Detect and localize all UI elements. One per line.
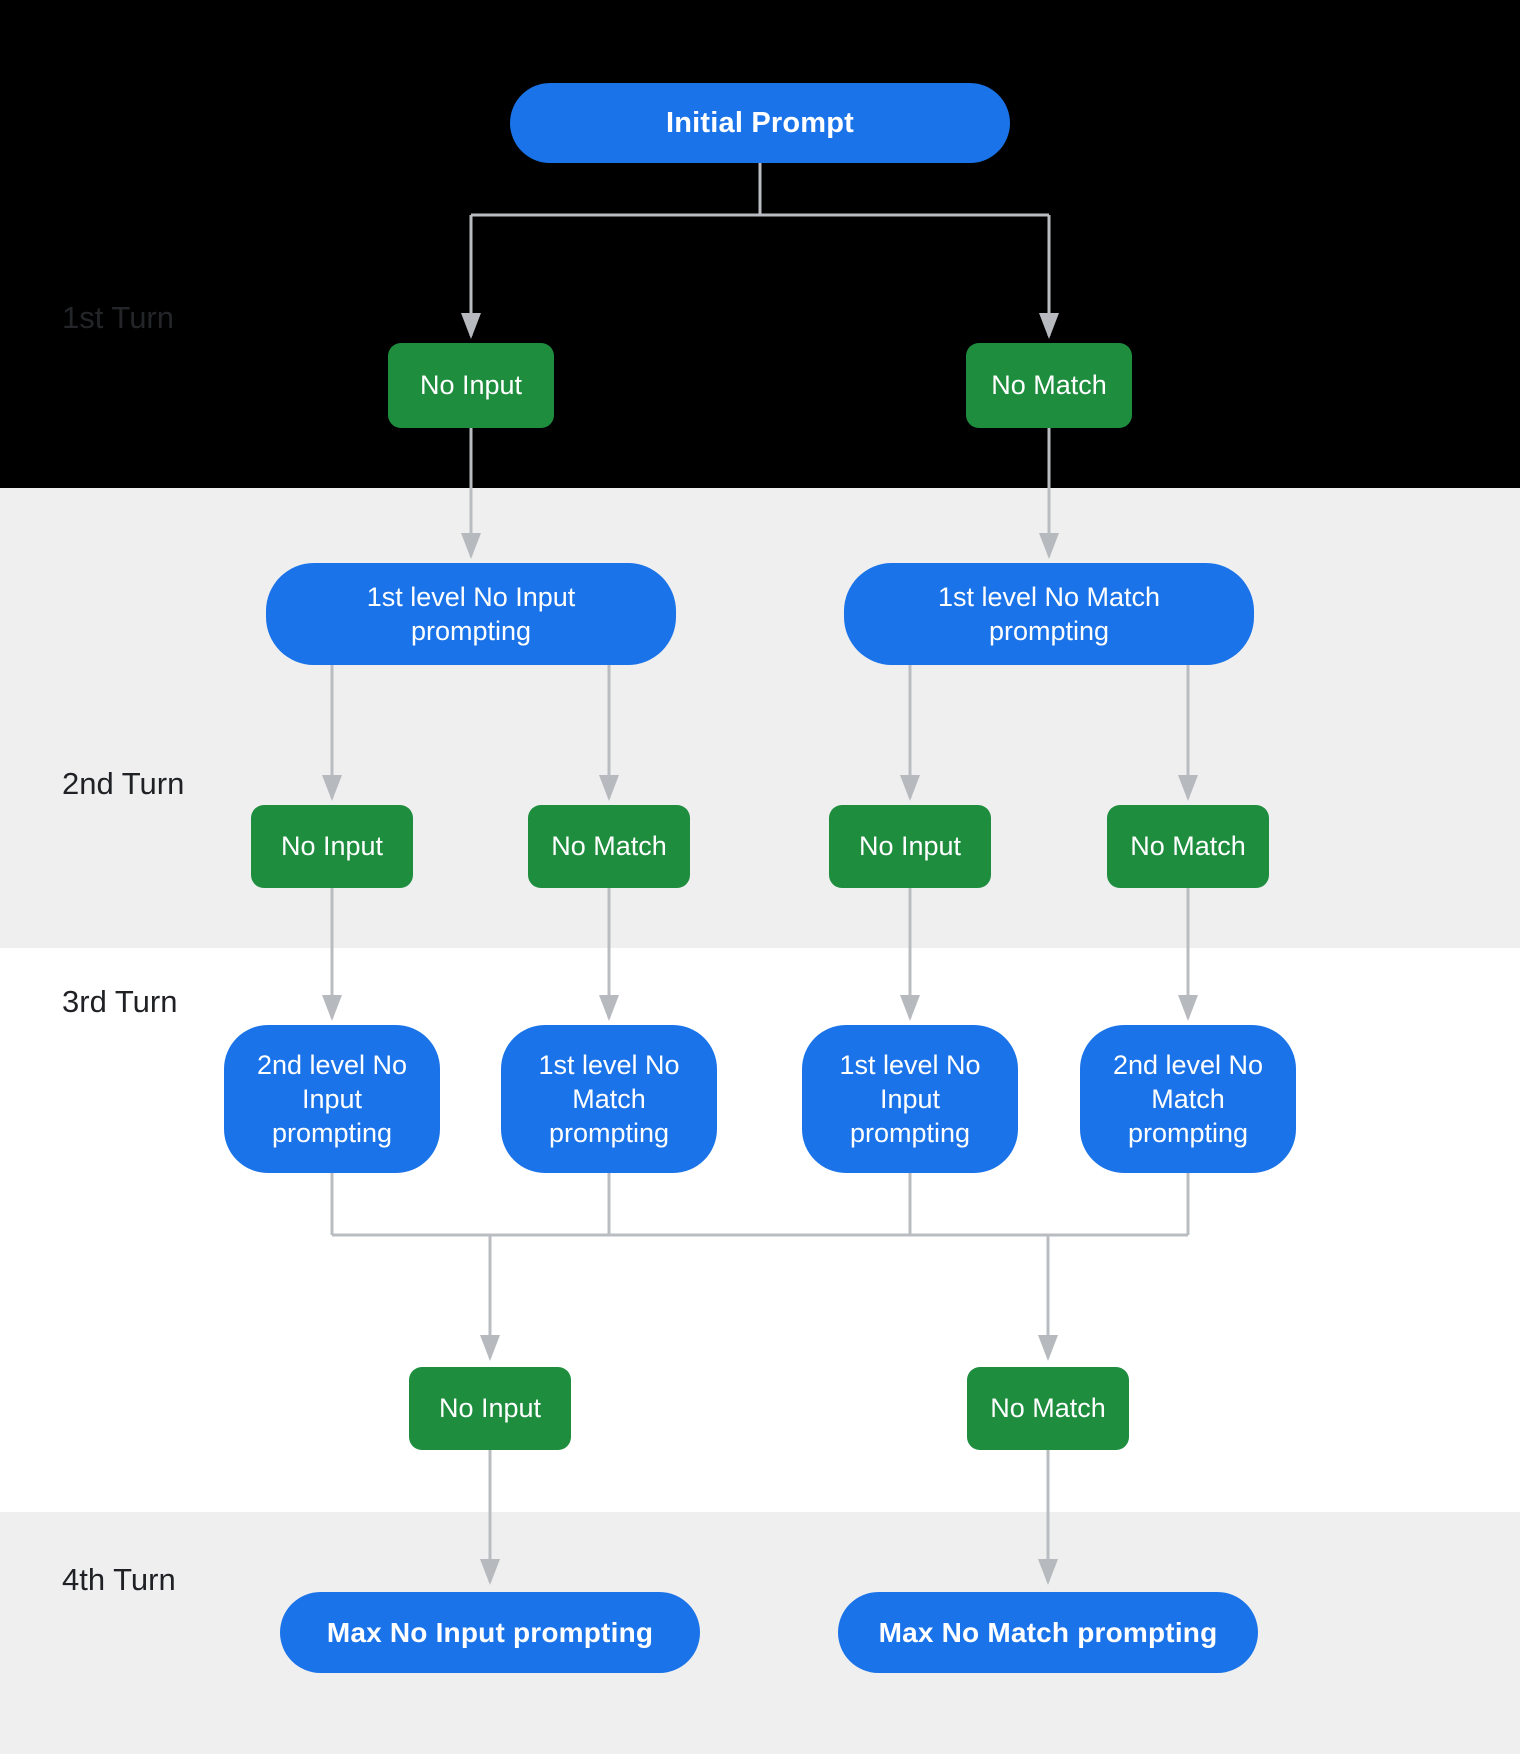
- turn-label-1: 1st Turn: [62, 300, 174, 335]
- node-2nd-level-no-match-prompting: 2nd level No Match prompting: [1080, 1025, 1296, 1173]
- turn-label-2: 2nd Turn: [62, 766, 185, 801]
- node-turn2-right-no-input: No Input: [829, 805, 991, 888]
- node-turn2-left-no-input: No Input: [251, 805, 413, 888]
- node-1st-level-no-input-prompting-2: 1st level No Input prompting: [802, 1025, 1018, 1173]
- node-turn2-left-no-match: No Match: [528, 805, 690, 888]
- node-max-no-input-prompting: Max No Input prompting: [280, 1592, 700, 1673]
- node-turn1-no-input: No Input: [388, 343, 554, 428]
- node-turn3-no-input: No Input: [409, 1367, 571, 1450]
- node-max-no-match-prompting: Max No Match prompting: [838, 1592, 1258, 1673]
- node-turn3-no-match: No Match: [967, 1367, 1129, 1450]
- node-turn2-right-no-match: No Match: [1107, 805, 1269, 888]
- node-initial-prompt: Initial Prompt: [510, 83, 1010, 163]
- turn-label-3: 3rd Turn: [62, 984, 178, 1019]
- node-turn1-no-match: No Match: [966, 343, 1132, 428]
- band-turn-1: [0, 0, 1520, 488]
- turn-label-4: 4th Turn: [62, 1562, 176, 1597]
- node-2nd-level-no-input-prompting: 2nd level No Input prompting: [224, 1025, 440, 1173]
- node-1st-level-no-input-prompting: 1st level No Input prompting: [266, 563, 676, 665]
- connectors: [322, 163, 1198, 1585]
- node-1st-level-no-match-prompting: 1st level No Match prompting: [844, 563, 1254, 665]
- node-1st-level-no-match-prompting-2: 1st level No Match prompting: [501, 1025, 717, 1173]
- band-turn-4: [0, 1512, 1520, 1754]
